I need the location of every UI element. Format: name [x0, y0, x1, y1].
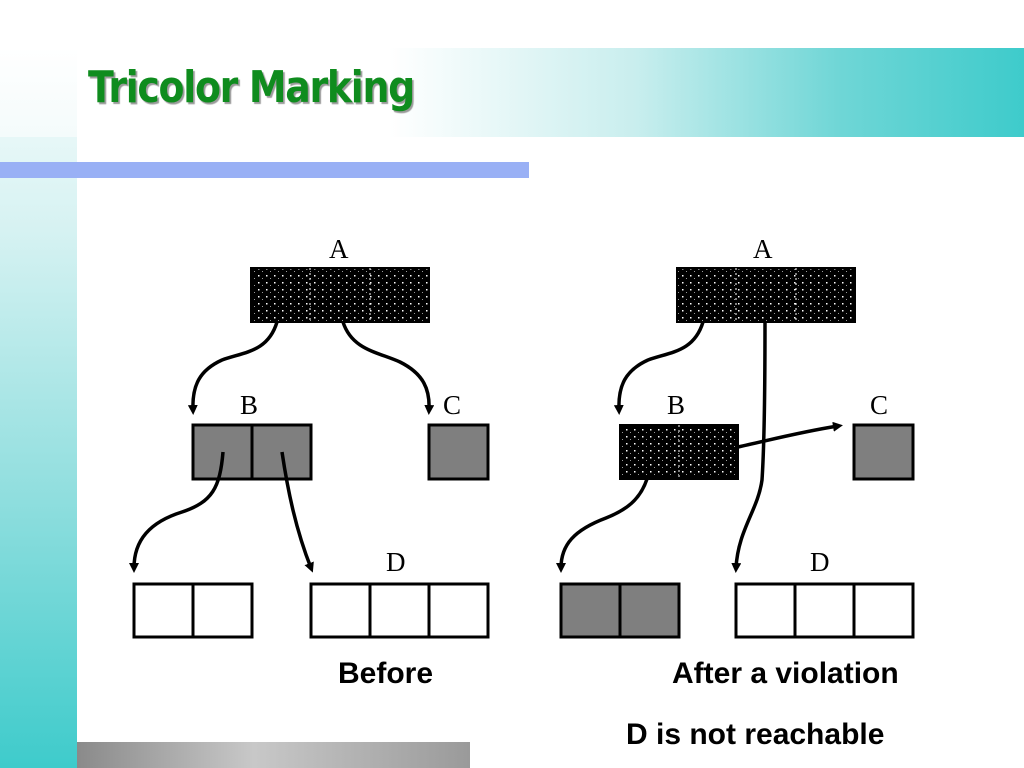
- before-node-b: [191, 423, 313, 481]
- before-edge-a-b: [187, 321, 279, 415]
- before-edge-a-c: [341, 321, 435, 415]
- before-label-b: B: [240, 390, 258, 420]
- after-node-b: [619, 424, 739, 480]
- after-label-b: B: [667, 390, 685, 420]
- after-edge-b-c: [737, 421, 843, 449]
- after-node-d: [734, 582, 915, 639]
- before-label-c: C: [443, 390, 461, 420]
- before-edge-b-left-child: [129, 451, 225, 573]
- after-label-c: C: [870, 390, 888, 420]
- before-node-a: [250, 267, 430, 323]
- before-node-left-child: [132, 582, 254, 639]
- slide-title: Tricolor Marking: [88, 62, 415, 113]
- title-band-top-mask: [0, 0, 1024, 48]
- after-label-d: D: [810, 547, 830, 577]
- after-label-a: A: [753, 234, 773, 264]
- before-label-d: D: [386, 547, 406, 577]
- after-node-left-child: [559, 582, 681, 639]
- reachability-note: D is not reachable: [626, 718, 885, 751]
- after-edge-b-left-child: [556, 478, 649, 573]
- before-node-c: [427, 423, 490, 481]
- before-node-d: [309, 582, 490, 639]
- after-caption: After a violation: [672, 657, 899, 690]
- before-diagram: A B C D: [129, 234, 490, 639]
- after-diagram: A B C D: [556, 234, 915, 639]
- before-edge-b-d: [280, 451, 314, 573]
- before-caption: Before: [338, 657, 434, 690]
- after-node-a: [676, 267, 856, 323]
- title-underline-rule: [0, 162, 529, 178]
- after-node-c: [852, 423, 915, 481]
- after-edge-a-b: [613, 321, 705, 415]
- before-label-a: A: [329, 234, 349, 264]
- title-band-left-mask: [0, 48, 77, 137]
- after-edge-a-d: [731, 321, 767, 573]
- footer-gradient-bar: [77, 742, 470, 768]
